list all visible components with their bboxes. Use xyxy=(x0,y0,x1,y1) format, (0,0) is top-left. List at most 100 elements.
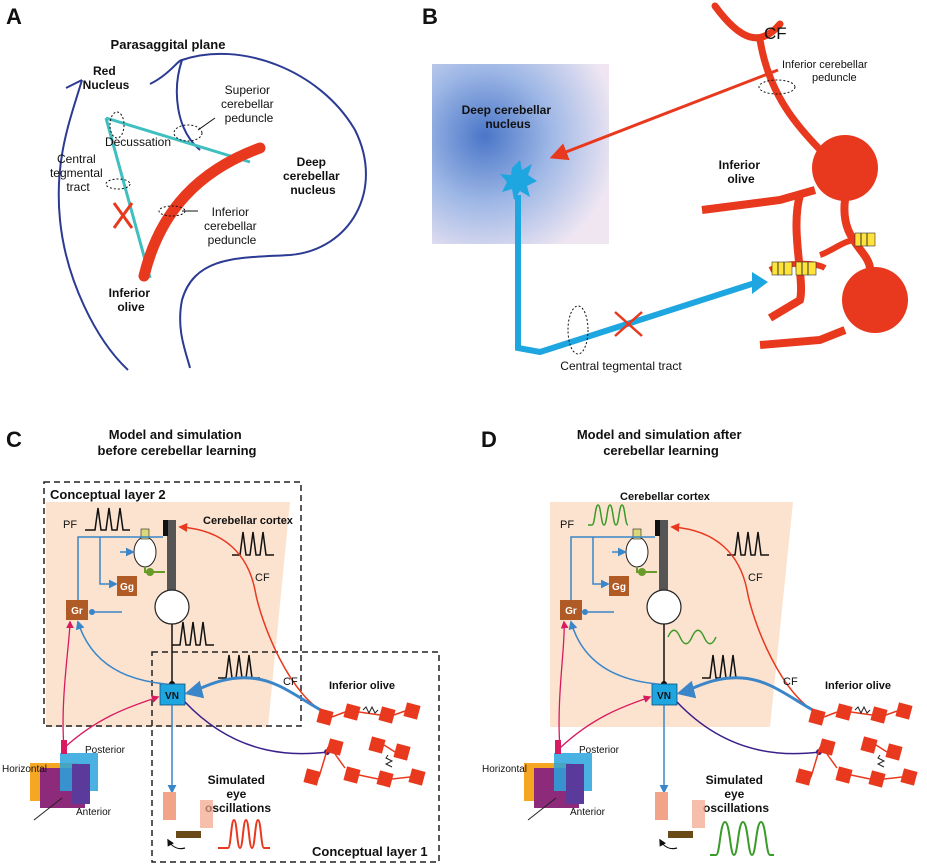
olivocerebellar-fiber xyxy=(138,142,266,282)
olive-network-d xyxy=(795,702,918,788)
cerebellum-outline xyxy=(179,52,367,369)
posterior-label-c: Posterior xyxy=(85,745,126,756)
cortex-label-c: Cerebellar cortex xyxy=(203,515,294,527)
purkinje-soma-c xyxy=(154,589,190,625)
decussation-label: Decussation xyxy=(105,135,171,149)
gr-label-d: Gr xyxy=(565,606,577,617)
olive-label-c: Inferior olive xyxy=(329,680,395,692)
vn-label-d: VN xyxy=(657,691,671,702)
pf-spikes-c xyxy=(85,507,130,531)
eye-oscillation-trace-d xyxy=(710,820,774,857)
purkinje-soma-d xyxy=(646,589,682,625)
gap-junction-1 xyxy=(854,232,876,247)
panel-b: B Deep cerebellar nucleus CF Inferior ce… xyxy=(422,2,908,373)
deep-nucleus-label-b: Deep cerebellar nucleus xyxy=(462,103,555,131)
gr-label-c: Gr xyxy=(71,606,83,617)
cortex-label-d: Cerebellar cortex xyxy=(620,491,711,503)
purkinje-dendrite-d xyxy=(659,520,668,598)
tegmental-ellipse xyxy=(105,178,131,190)
vestibular-canals-c xyxy=(30,740,98,821)
gap-junction-3 xyxy=(795,261,817,276)
cf-branch xyxy=(711,2,784,42)
panel-d-title: Model and simulation after cerebellar le… xyxy=(577,427,745,458)
panel-d-letter: D xyxy=(481,427,497,452)
red-nucleus-label: Red Nucleus xyxy=(83,64,130,92)
inferior-peduncle-label-a: Inferior cerebellar peduncle xyxy=(204,205,260,247)
horizontal-label-c: Horizontal xyxy=(2,764,47,775)
panel-c: C Model and simulation before cerebellar… xyxy=(2,427,440,863)
panel-a: A Parasaggital plane Red Nucleus Decussa… xyxy=(6,4,367,371)
inferior-olive-label-b: Inferior olive xyxy=(719,158,764,186)
cortex-spikes-d xyxy=(727,531,769,556)
interneuron-c xyxy=(133,536,157,568)
golgi-cell-c xyxy=(117,576,137,596)
dcn-axon xyxy=(515,195,759,356)
pc-oscillation-d xyxy=(667,629,717,645)
central-tegmental-label-b: Central tegmental tract xyxy=(560,359,682,373)
cf-label-b: CF xyxy=(764,24,787,43)
lesion-x-b xyxy=(614,311,643,337)
panel-c-title: Model and simulation before cerebellar l… xyxy=(98,427,257,458)
deep-nucleus-label-a: Deep cerebellar nucleus xyxy=(283,155,343,197)
conceptual-layer-1-box xyxy=(151,651,440,863)
olive-network-c xyxy=(303,702,426,788)
interneuron-d xyxy=(625,536,649,568)
cf2-label-d: CF xyxy=(783,676,798,688)
pc-spikes-c xyxy=(172,621,214,646)
conceptual-layer-2-box xyxy=(43,481,302,727)
layer1-label: Conceptual layer 1 xyxy=(312,844,428,859)
panel-a-title: Parasaggital plane xyxy=(111,37,226,52)
purkinje-dendrite-c xyxy=(167,520,176,598)
vn-label-c: VN xyxy=(165,691,179,702)
simulated-label-c: Simulated eye oscillations xyxy=(205,773,271,815)
anterior-label-d: Anterior xyxy=(570,807,606,818)
eye-muscle-d xyxy=(655,792,668,820)
gg-label-d: Gg xyxy=(612,582,626,593)
cf2-label-c: CF xyxy=(283,676,298,688)
decussation-ellipse xyxy=(173,124,203,142)
cortex-spikes-c xyxy=(232,531,274,556)
panel-b-letter: B xyxy=(422,4,438,29)
inferior-peduncle-label-b: Inferior cerebellar peduncle xyxy=(782,59,871,84)
pf-label-c: PF xyxy=(63,519,77,531)
tegmental-ellipse-b xyxy=(567,305,589,355)
superior-peduncle-label: Superior cerebellar peduncle xyxy=(221,83,277,125)
panel-a-letter: A xyxy=(6,4,22,29)
granule-cell-c xyxy=(66,600,88,620)
cf-peduncle-ellipse xyxy=(758,79,796,95)
eye-muscle-c xyxy=(163,792,176,820)
vestibular-canals-d xyxy=(524,740,592,821)
gap-junction-2 xyxy=(771,261,793,276)
brainstem-outline-left xyxy=(57,79,129,371)
simulated-label-d: Simulated eye oscillations xyxy=(703,773,769,815)
red-nucleus-ellipse xyxy=(109,111,125,139)
horizontal-label-d: Horizontal xyxy=(482,764,527,775)
eye-oscillation-trace-c xyxy=(218,818,270,850)
cf-collateral xyxy=(549,68,779,161)
inferior-olive-label-a: Inferior olive xyxy=(109,286,154,314)
lesion-x-a xyxy=(112,202,134,229)
cf-spikes-d xyxy=(702,654,744,679)
central-tegmental-label: Central tegmental tract xyxy=(50,152,106,194)
posterior-label-d: Posterior xyxy=(579,745,620,756)
olive-label-d: Inferior olive xyxy=(825,680,891,692)
olive-neuron-top xyxy=(812,135,878,201)
pf-label-d: PF xyxy=(560,519,574,531)
brainstem-notch xyxy=(149,58,201,151)
cf-label-d: CF xyxy=(748,572,763,584)
layer2-label: Conceptual layer 2 xyxy=(50,487,166,502)
olive-neuron-bottom xyxy=(842,267,908,333)
gg-label-c: Gg xyxy=(120,582,134,593)
cf-label-c: CF xyxy=(255,572,270,584)
granule-cell-d xyxy=(560,600,582,620)
golgi-cell-d xyxy=(609,576,629,596)
dcn-neuron xyxy=(500,160,537,200)
anterior-label-c: Anterior xyxy=(76,807,112,818)
panel-d: D Model and simulation after cerebellar … xyxy=(481,427,918,857)
cf-line-d xyxy=(670,522,823,716)
central-tegmental-tract-line xyxy=(104,117,152,279)
panel-c-letter: C xyxy=(6,427,22,452)
cf-spikes-c xyxy=(218,654,260,679)
superior-peduncle-line xyxy=(105,116,251,164)
